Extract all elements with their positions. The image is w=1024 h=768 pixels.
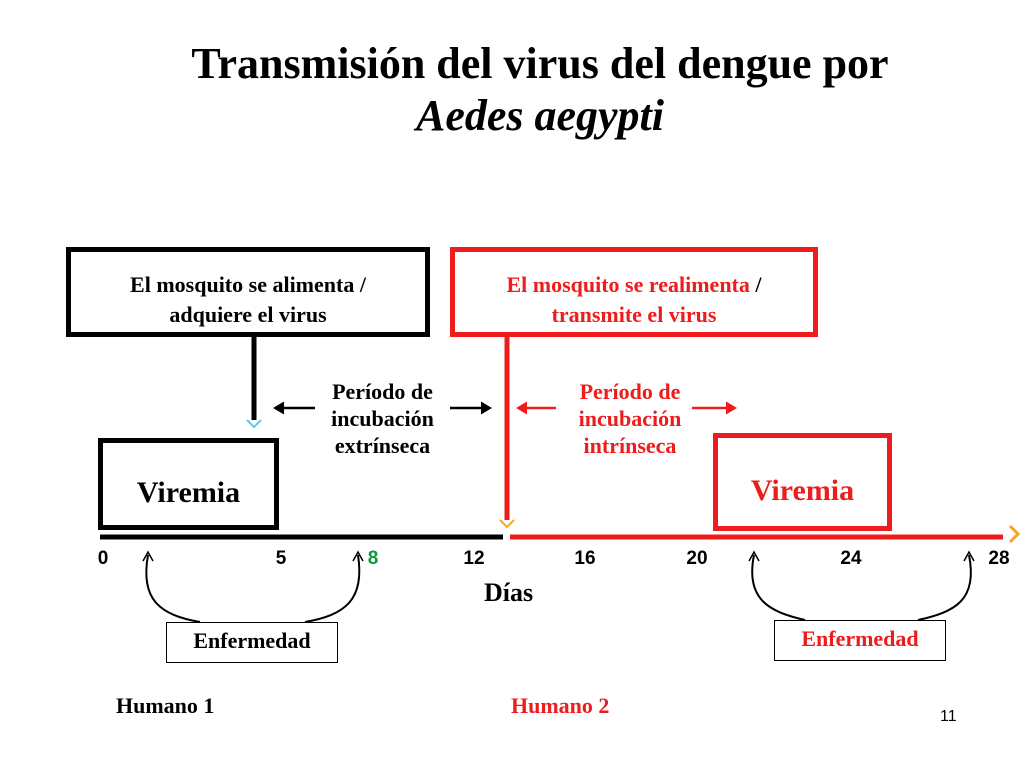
viremia-box-1: Viremia xyxy=(98,438,279,530)
viremia-box-2: Viremia xyxy=(713,433,892,531)
enfermedad-box-1: Enfermedad xyxy=(166,622,338,663)
extrinsic-arrow-left-head xyxy=(273,401,285,415)
tick-28: 28 xyxy=(988,548,1010,569)
enfermedad-2-curve-left-head xyxy=(748,550,760,562)
box-left-line-1: El mosquito se alimenta / xyxy=(130,272,366,297)
period-extrinsic-line-2: incubación xyxy=(331,406,434,431)
title-line-2: Aedes aegypti xyxy=(415,91,665,140)
box-mosquito-refeeds: El mosquito se realimenta / transmite el… xyxy=(450,247,818,337)
enfermedad-1-curve-right-head xyxy=(352,550,364,562)
tick-24: 24 xyxy=(840,548,862,569)
enfermedad-2-curve-left xyxy=(751,554,806,621)
enfermedad-1-curve-left-head xyxy=(142,550,154,562)
connector-right-tip xyxy=(499,519,515,529)
box-left-line-2: adquiere el virus xyxy=(169,302,327,327)
period-extrinsic-line-1: Período de xyxy=(332,379,433,404)
enfermedad-1-curve-right xyxy=(304,554,361,623)
period-extrinsic: Período de incubación extrínseca xyxy=(290,378,475,459)
tick-5: 5 xyxy=(275,548,287,569)
box-right-line-1-red: El mosquito se realimenta xyxy=(506,272,750,297)
period-intrinsic: Período de incubación intrínseca xyxy=(530,378,730,459)
tick-0: 0 xyxy=(97,548,109,569)
viremia-2-label: Viremia xyxy=(750,474,855,507)
box-right-line-1-black: / xyxy=(749,272,762,297)
viremia-1-label: Viremia xyxy=(136,476,241,509)
tick-8: 8 xyxy=(367,548,379,569)
enfermedad-2-curve-right-head xyxy=(963,550,975,562)
period-extrinsic-line-3: extrínseca xyxy=(334,433,431,458)
enfermedad-1-curve-left xyxy=(145,554,201,623)
human-1-label: Humano 1 xyxy=(116,693,215,718)
enfermedad-2-curve-right xyxy=(917,554,972,621)
tick-20: 20 xyxy=(686,548,708,569)
period-intrinsic-line-3: intrínseca xyxy=(583,433,677,458)
period-intrinsic-line-2: incubación xyxy=(578,406,682,431)
intrinsic-arrow-right-head xyxy=(725,401,737,415)
timeline-end-arrow xyxy=(1008,524,1021,544)
intrinsic-arrow-left-head xyxy=(516,401,528,415)
axis-label: Días xyxy=(484,578,534,607)
page-number: 11 xyxy=(940,708,957,725)
tick-16: 16 xyxy=(574,548,596,569)
slide-title: Transmisión del virus del dengue por Aed… xyxy=(0,38,1024,142)
box-right-line-2: transmite el virus xyxy=(551,302,717,327)
enfermedad-box-2: Enfermedad xyxy=(774,620,946,661)
period-intrinsic-line-1: Período de xyxy=(579,379,681,404)
connector-left-tip xyxy=(246,419,262,429)
extrinsic-arrow-right-head xyxy=(480,401,492,415)
tick-12: 12 xyxy=(463,548,485,569)
title-line-1: Transmisión del virus del dengue por xyxy=(191,39,889,88)
box-mosquito-feeds: El mosquito se alimenta / adquiere el vi… xyxy=(66,247,430,337)
human-2-label: Humano 2 xyxy=(511,693,610,718)
